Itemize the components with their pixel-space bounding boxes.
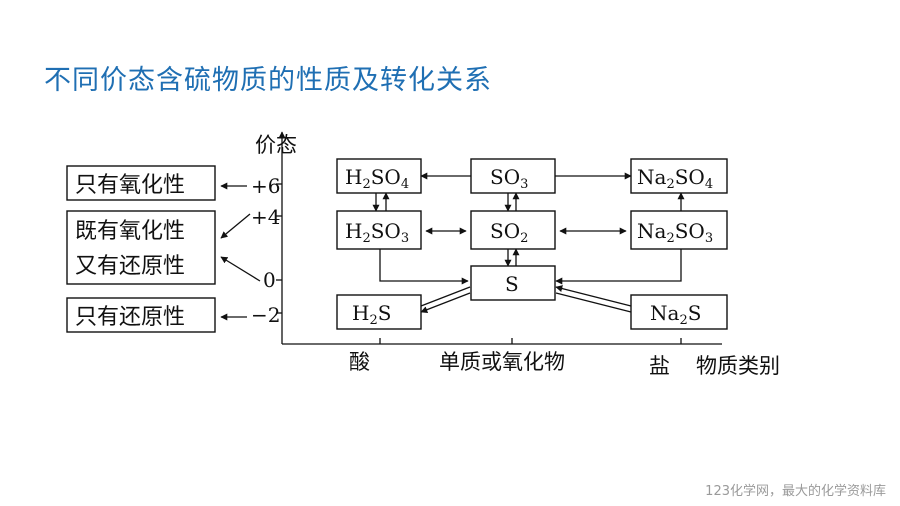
box-h2s <box>336 294 422 330</box>
property-label: 只有氧化性 <box>75 173 185 198</box>
formula-na2so3: Na2SO3 <box>637 219 713 246</box>
arrow-na2s-s <box>555 285 632 307</box>
y-tick-label: −2 <box>251 303 280 327</box>
box-h2so4 <box>336 158 422 194</box>
formula-h2so3: H2SO3 <box>345 219 409 246</box>
box-s <box>470 265 556 301</box>
x-category-label: 单质或氧化物 <box>439 350 565 374</box>
box-na2s <box>630 294 728 330</box>
box-na2so4 <box>630 158 728 194</box>
box-h2so3 <box>336 210 422 250</box>
formula-na2so4: Na2SO4 <box>637 165 713 192</box>
formula-so2: SO2 <box>490 219 528 246</box>
arrow-plus4-to-both <box>220 213 251 239</box>
species-boxes: H2SO4 SO3 Na2SO4 H2SO3 SO2 Na2SO3 S H2S … <box>336 158 728 330</box>
property-box-reducing <box>66 297 216 333</box>
y-axis-title: 价态 <box>255 133 297 157</box>
arrow-h2s-s-line <box>420 286 471 307</box>
transformation-arrows <box>372 172 685 313</box>
arrow-s-na2s-line <box>555 292 632 313</box>
x-axis-title: 物质类别 <box>696 354 780 378</box>
property-boxes: 只有氧化性 既有氧化性 又有还原性 只有还原性 <box>66 165 261 333</box>
arrow-zero-to-both <box>220 256 261 282</box>
formula-s: S <box>505 272 519 296</box>
slide-title: 不同价态含硫物质的性质及转化关系 <box>44 65 492 96</box>
property-label: 既有氧化性 <box>75 219 185 244</box>
arrow-h2so3-s <box>379 249 469 285</box>
footer-watermark: 123化学网，最大的化学资料库 <box>705 484 886 499</box>
box-na2so3 <box>630 210 728 250</box>
y-tick-label: 0 <box>263 268 276 292</box>
y-tick-label: +4 <box>251 205 280 229</box>
property-label: 又有还原性 <box>75 254 185 279</box>
property-label: 只有还原性 <box>75 305 185 330</box>
y-tick-label: +6 <box>251 174 280 198</box>
formula-h2s: H2S <box>352 301 391 328</box>
axes: 价态 +6 +4 0 −2 酸 单质或氧化物 盐 物质类别 <box>251 131 780 378</box>
arrow-s-h2s <box>420 292 471 313</box>
property-box-both <box>66 210 216 285</box>
property-box-oxidizing <box>66 165 216 201</box>
formula-so3: SO3 <box>490 165 528 192</box>
x-category-label: 盐 <box>649 354 670 378</box>
formula-h2so4: H2SO4 <box>345 165 409 192</box>
x-category-label: 酸 <box>349 350 370 374</box>
arrow-na2so3-s <box>555 249 682 285</box>
formula-na2s: Na2S <box>650 301 701 328</box>
box-so3 <box>470 158 556 194</box>
box-so2 <box>470 210 556 250</box>
